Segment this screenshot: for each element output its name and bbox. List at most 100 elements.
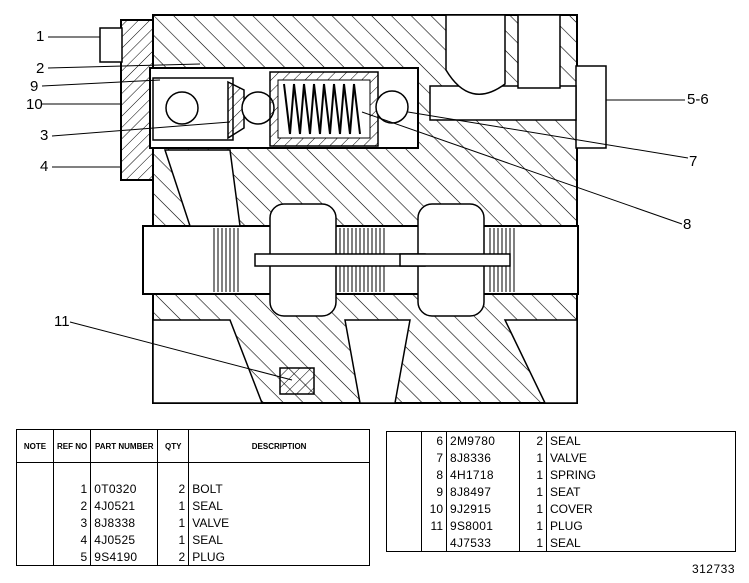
parts-table-right: 6 2M9780 2 SEAL 7 8J8336 1 VALVE 8 4H171… [386,431,736,552]
callout-11: 11 [54,313,70,330]
top-cavity-1 [445,14,506,95]
callout-8: 8 [683,216,692,233]
note-cell [16,531,54,548]
table-row: 6 2M9780 2 SEAL [386,431,736,449]
qty-cell: 1 [157,531,190,548]
note-cell [386,517,422,534]
plug-stem [429,85,577,121]
callout-1: 1 [36,28,45,45]
description-cell: SEAL [550,433,581,448]
callout-7: 7 [689,153,698,170]
cover [120,19,154,181]
callout-4: 4 [40,158,49,175]
table-row: 10 9J2915 1 COVER [386,500,736,517]
header-note: NOTE [16,429,54,463]
qty-cell: 1 [519,483,547,500]
table-row: 11 9S8001 1 PLUG [386,517,736,534]
table-row: 1 0T0320 2 BOLT [16,480,370,497]
description-cell: VALVE [550,450,587,465]
description-cell: PLUG [550,518,583,533]
header-ref-no: REF NO [53,429,92,463]
callout-3: 3 [40,127,49,144]
ref-cell: 10 [421,500,447,517]
qty-cell: 1 [157,514,190,531]
part-number-cell: 2M9780 [446,431,520,449]
parts-table-left: NOTE REF NO PART NUMBER QTY DESCRIPTION … [16,429,370,566]
ref-cell: 4 [53,531,92,548]
spring [283,83,361,135]
description-cell: SEAL [192,498,223,513]
leader-lines [41,36,689,381]
plug-body [575,65,607,149]
table-row: 3 8J8338 1 VALVE [16,514,370,531]
note-cell [386,534,422,552]
ref-cell: 8 [421,466,447,483]
ref-cell: 5 [53,548,92,566]
callout-5-6: 5-6 [687,91,709,108]
table-row: 4 4J0525 1 SEAL [16,531,370,548]
part-number-cell: 9J2915 [446,500,520,517]
part-number-cell: 8J8336 [446,449,520,466]
bolt-head [99,27,123,63]
table-row: 7 8J8336 1 VALVE [386,449,736,466]
part-number-cell: 8J8497 [446,483,520,500]
part-number-cell: 4H1718 [446,466,520,483]
valve-port-circle [165,91,199,125]
ref-cell [421,534,447,552]
part-number-cell: 9S8001 [446,517,520,534]
qty-cell: 2 [519,431,547,449]
upper-passage-left [163,149,241,227]
callout-2: 2 [36,60,45,77]
qty-cell: 1 [519,534,547,552]
table-row: 9 8J8497 1 SEAT [386,483,736,500]
note-cell [16,514,54,531]
note-cell [16,480,54,497]
header-description: DESCRIPTION [188,429,370,463]
note-cell [386,466,422,483]
note-cell [386,449,422,466]
description-cell: SEAT [550,484,581,499]
part-number-cell: 0T0320 [90,480,159,497]
note-cell [386,483,422,500]
qty-cell: 2 [157,480,190,497]
table-row: 8 4H1718 1 SPRING [386,466,736,483]
qty-cell: 1 [519,449,547,466]
description-cell: SEAL [550,535,581,550]
qty-cell: 1 [519,500,547,517]
part-number-cell: 8J8338 [90,514,159,531]
description-cell: SEAL [192,532,223,547]
drawing-number: 312733 [691,562,735,576]
qty-cell: 1 [519,466,547,483]
description-cell: BOLT [192,481,223,496]
qty-cell: 1 [519,517,547,534]
table-row: 4J7533 1 SEAL [386,534,736,552]
part-number-cell: 4J0521 [90,497,159,514]
spool-neck-right [399,253,511,267]
seat-circle [241,91,275,125]
qty-cell: 2 [157,548,190,566]
description-cell: PLUG [192,549,225,564]
ref-cell: 2 [53,497,92,514]
valve-cone [227,80,245,140]
note-cell [386,431,422,449]
callout-9: 9 [30,78,39,95]
description-cell: SPRING [550,467,597,482]
lower-passage-mid [344,319,411,404]
qty-cell: 1 [157,497,190,514]
ref-cell: 1 [53,480,92,497]
ref-cell: 11 [421,517,447,534]
small-plug [279,367,315,395]
ref-cell: 9 [421,483,447,500]
description-cell: COVER [550,501,593,516]
part-number-cell: 4J0525 [90,531,159,548]
lower-passage-right [503,319,578,404]
description-cell: VALVE [192,515,230,530]
note-cell [16,548,54,566]
header-qty: QTY [157,429,190,463]
ref-cell: 6 [421,431,447,449]
note-cell [386,500,422,517]
callout-10: 10 [26,96,43,113]
part-number-cell: 4J7533 [446,534,520,552]
part-number-cell: 9S4190 [90,548,159,566]
table-row: 5 9S4190 2 PLUG [16,548,370,566]
